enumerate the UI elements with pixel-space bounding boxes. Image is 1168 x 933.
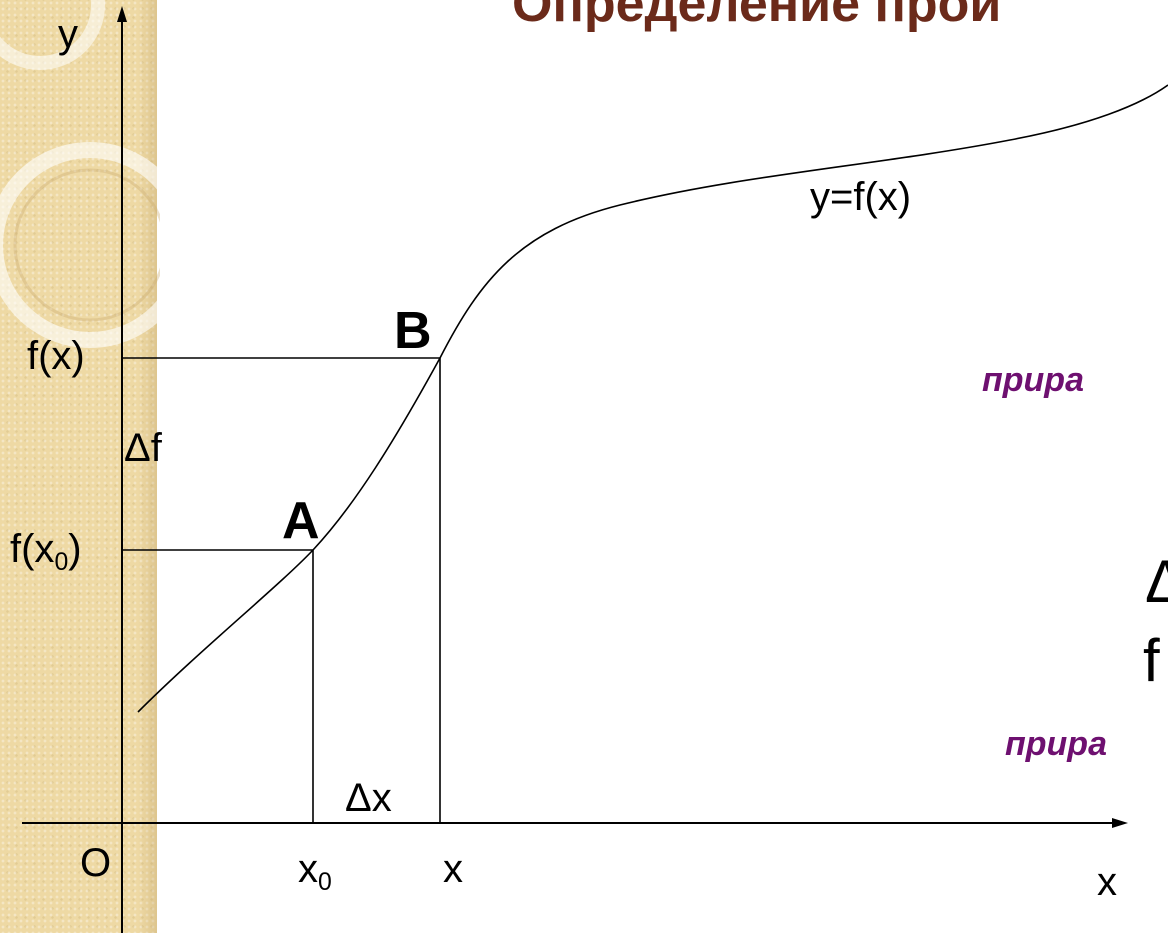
y-axis-label: y [58, 12, 78, 56]
x0-tick-label-subscript: 0 [318, 868, 332, 896]
slide-title: Определение прои [512, 0, 1002, 33]
right-text-delta: Δ [1145, 548, 1168, 615]
curve-label: y=f(x) [810, 175, 912, 219]
x-axis-arrow-icon [1112, 818, 1128, 828]
right-text-f: f [1143, 627, 1160, 694]
x-axis-label: x [1097, 860, 1117, 904]
delta-f-label: Δf [124, 426, 162, 470]
decorative-ring-inner [13, 168, 160, 322]
y-axis-arrow-icon [117, 6, 127, 22]
right-text-increment-1: прира [982, 361, 1084, 399]
point-a-label: A [282, 492, 320, 550]
point-b-label: B [394, 302, 432, 360]
x-tick-label: x [443, 847, 463, 891]
right-text-increment-2: прира [1005, 725, 1107, 763]
fx0-label-subscript: 0 [54, 548, 69, 576]
fx0-label-main: f(x [10, 527, 55, 571]
fx0-label-end: ) [68, 527, 82, 571]
decorative-ring-middle [0, 142, 160, 348]
decorative-strip-shade [138, 0, 157, 933]
fx0-label: f(x0) [10, 527, 82, 575]
function-curve [137, 84, 1168, 713]
x0-tick-label-main: x [298, 847, 318, 891]
decorative-rings [0, 0, 160, 348]
fx-label: f(x) [27, 334, 85, 378]
delta-x-label: Δx [345, 776, 392, 820]
x0-tick-label: x0 [298, 847, 332, 895]
decorative-ring-top [0, 0, 105, 70]
origin-label: O [80, 841, 112, 885]
